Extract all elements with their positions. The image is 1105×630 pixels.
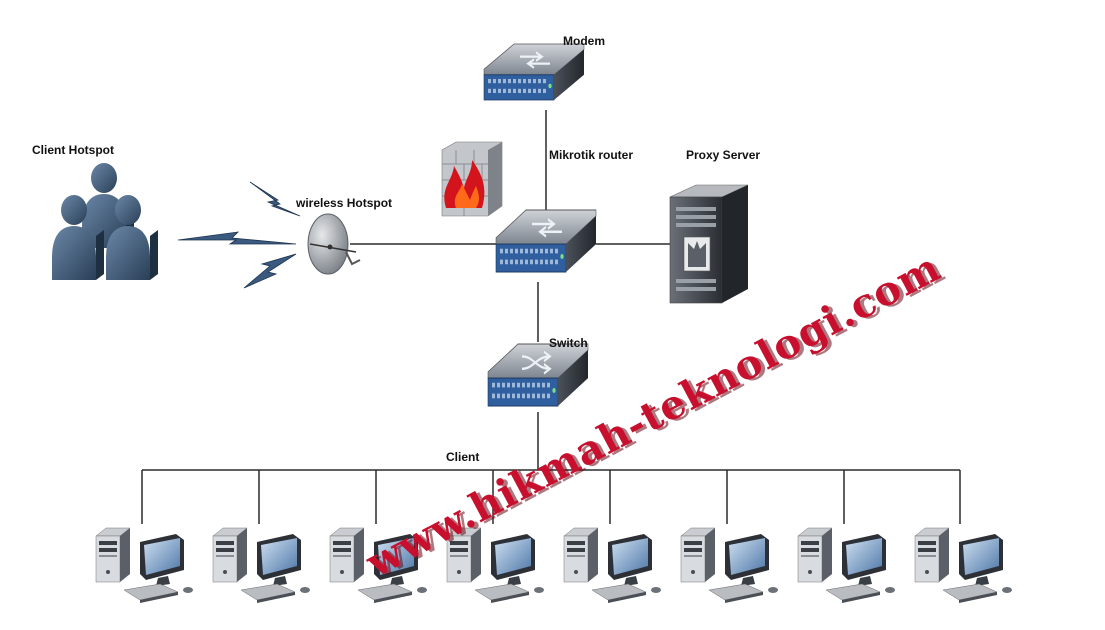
server-tower-icon [669,184,749,304]
switch-label: Switch [549,336,588,350]
wireless-hotspot-label: wireless Hotspot [295,196,392,210]
desktop-computer-icon [95,527,194,604]
router-label: Mikrotik router [549,148,633,162]
desktop-computer-icon [563,527,662,604]
firewall-icon [441,141,503,217]
desktop-computer-icon [680,527,779,604]
client-workstations [95,527,1013,604]
desktop-computer-icon [914,527,1013,604]
client-label: Client [446,450,479,464]
desktop-computer-icon [212,527,311,604]
modem-label: Modem [563,34,605,48]
user-group-icon [52,163,158,280]
wireless-signal-icon [177,181,301,289]
switch-icon [487,343,589,407]
desktop-computer-icon [797,527,896,604]
connection-lines [141,110,961,524]
modem-icon [483,43,585,101]
watermark-text: www.hikmah-teknologi.com [358,244,949,588]
satellite-dish-icon [307,213,361,275]
router-icon [495,209,597,273]
client-hotspot-label: Client Hotspot [32,143,114,157]
proxy-server-label: Proxy Server [686,148,760,162]
